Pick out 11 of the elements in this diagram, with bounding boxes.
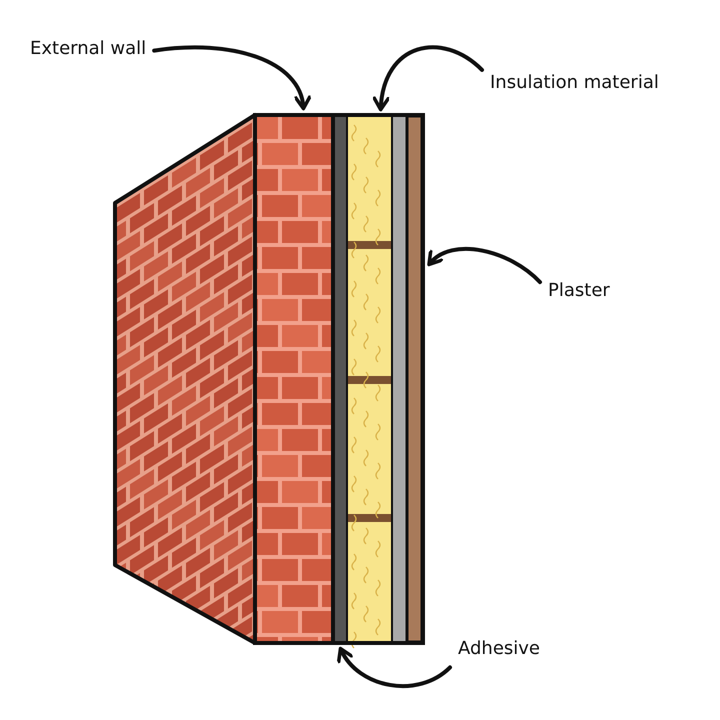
part-label: Plaster [548,280,610,301]
adhesive-layer [333,115,348,643]
part-label: External wall [30,38,146,59]
part-label: Adhesive [458,638,540,659]
leader-arrow [338,646,452,688]
leader-arrow [427,247,542,284]
plaster-layers [391,114,424,644]
leader-arrow [152,45,311,110]
insulation-layer [346,115,393,648]
leader-arrow [372,45,484,112]
part-label: Insulation material [490,72,659,93]
